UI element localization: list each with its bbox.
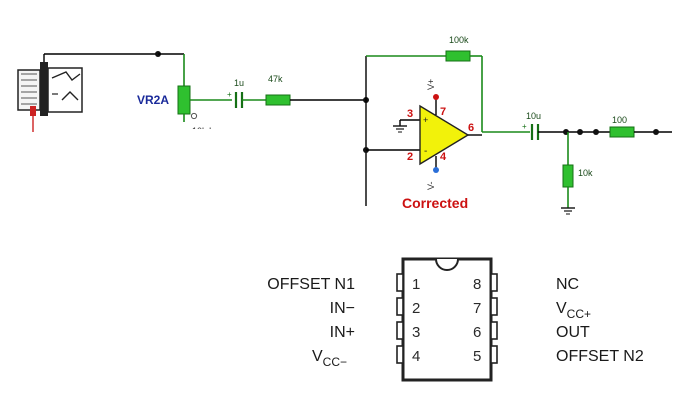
pin2-label: 2 [407,151,413,163]
ic-pin-number: 8 [473,276,481,293]
ic-signal-offset-n2: OFFSET N2 [556,348,644,365]
corrected-status-label: Corrected [402,195,468,211]
vplus-label: V+ [426,79,436,90]
input-res-label: 47k [268,74,283,84]
output-terminal [653,129,659,135]
pin4-label: 4 [440,151,447,163]
input-resistor-47k [265,94,291,106]
input-cap-label: 1u [234,78,244,88]
pin3-label: 3 [407,108,413,120]
pot-label: VR2A [137,93,169,107]
pin7-label: 7 [440,106,446,118]
input-capacitor: + [227,90,244,108]
ic-pin-number: 7 [473,300,481,317]
ic-pin-number: 5 [473,348,481,365]
svg-text:+: + [227,90,232,99]
output-res-label: 100 [612,115,627,125]
junction-dot [577,129,583,135]
pin6-label: 6 [468,122,474,134]
ic-pin-number: 2 [412,300,420,317]
pot-value-clip [188,129,238,138]
junction-dot [593,129,599,135]
output-capacitor: + [522,122,540,140]
ic-pin-number: 3 [412,324,420,341]
load-res-label: 10k [578,168,593,178]
vminus-terminal [433,167,439,173]
ic-signal-vcc-minus: VCC− [312,348,347,369]
ground-icon [393,125,407,133]
ic-pin-number: 4 [412,348,420,365]
vminus-label: V- [426,181,436,190]
feedback-resistor-100k [445,50,471,62]
opamp-plus-sign: + [423,115,428,125]
opamp-triangle [419,104,470,166]
ic-signal-vcc-plus: VCC+ [556,300,591,321]
opamp-minus-sign: - [424,146,427,157]
ic-signal-out: OUT [556,324,590,341]
load-resistor-10k [562,164,574,188]
ic-pin-number: 6 [473,324,481,341]
ic-pin-number: 1 [412,276,420,293]
ic-signal-in-plus: IN+ [330,324,355,341]
audio-jack-icon [17,62,83,116]
ic-signal-in-minus: IN− [330,300,355,317]
ic-notch [435,258,459,271]
ic-signal-offset-n1: OFFSET N1 [267,276,355,293]
output-resistor-100 [609,126,635,138]
ic-signal-nc: NC [556,276,579,293]
feedback-res-label: 100k [449,35,469,45]
svg-text:+: + [522,122,527,131]
potentiometer-vr2a [177,85,191,115]
pot-wiper-node [190,112,198,120]
ic-right-pin-tabs [490,273,498,364]
ic-left-pin-tabs [396,273,404,364]
vplus-terminal [433,94,439,100]
output-cap-label: 10u [526,111,541,121]
ground-icon [561,207,575,215]
ic-dip8-body [401,257,493,382]
